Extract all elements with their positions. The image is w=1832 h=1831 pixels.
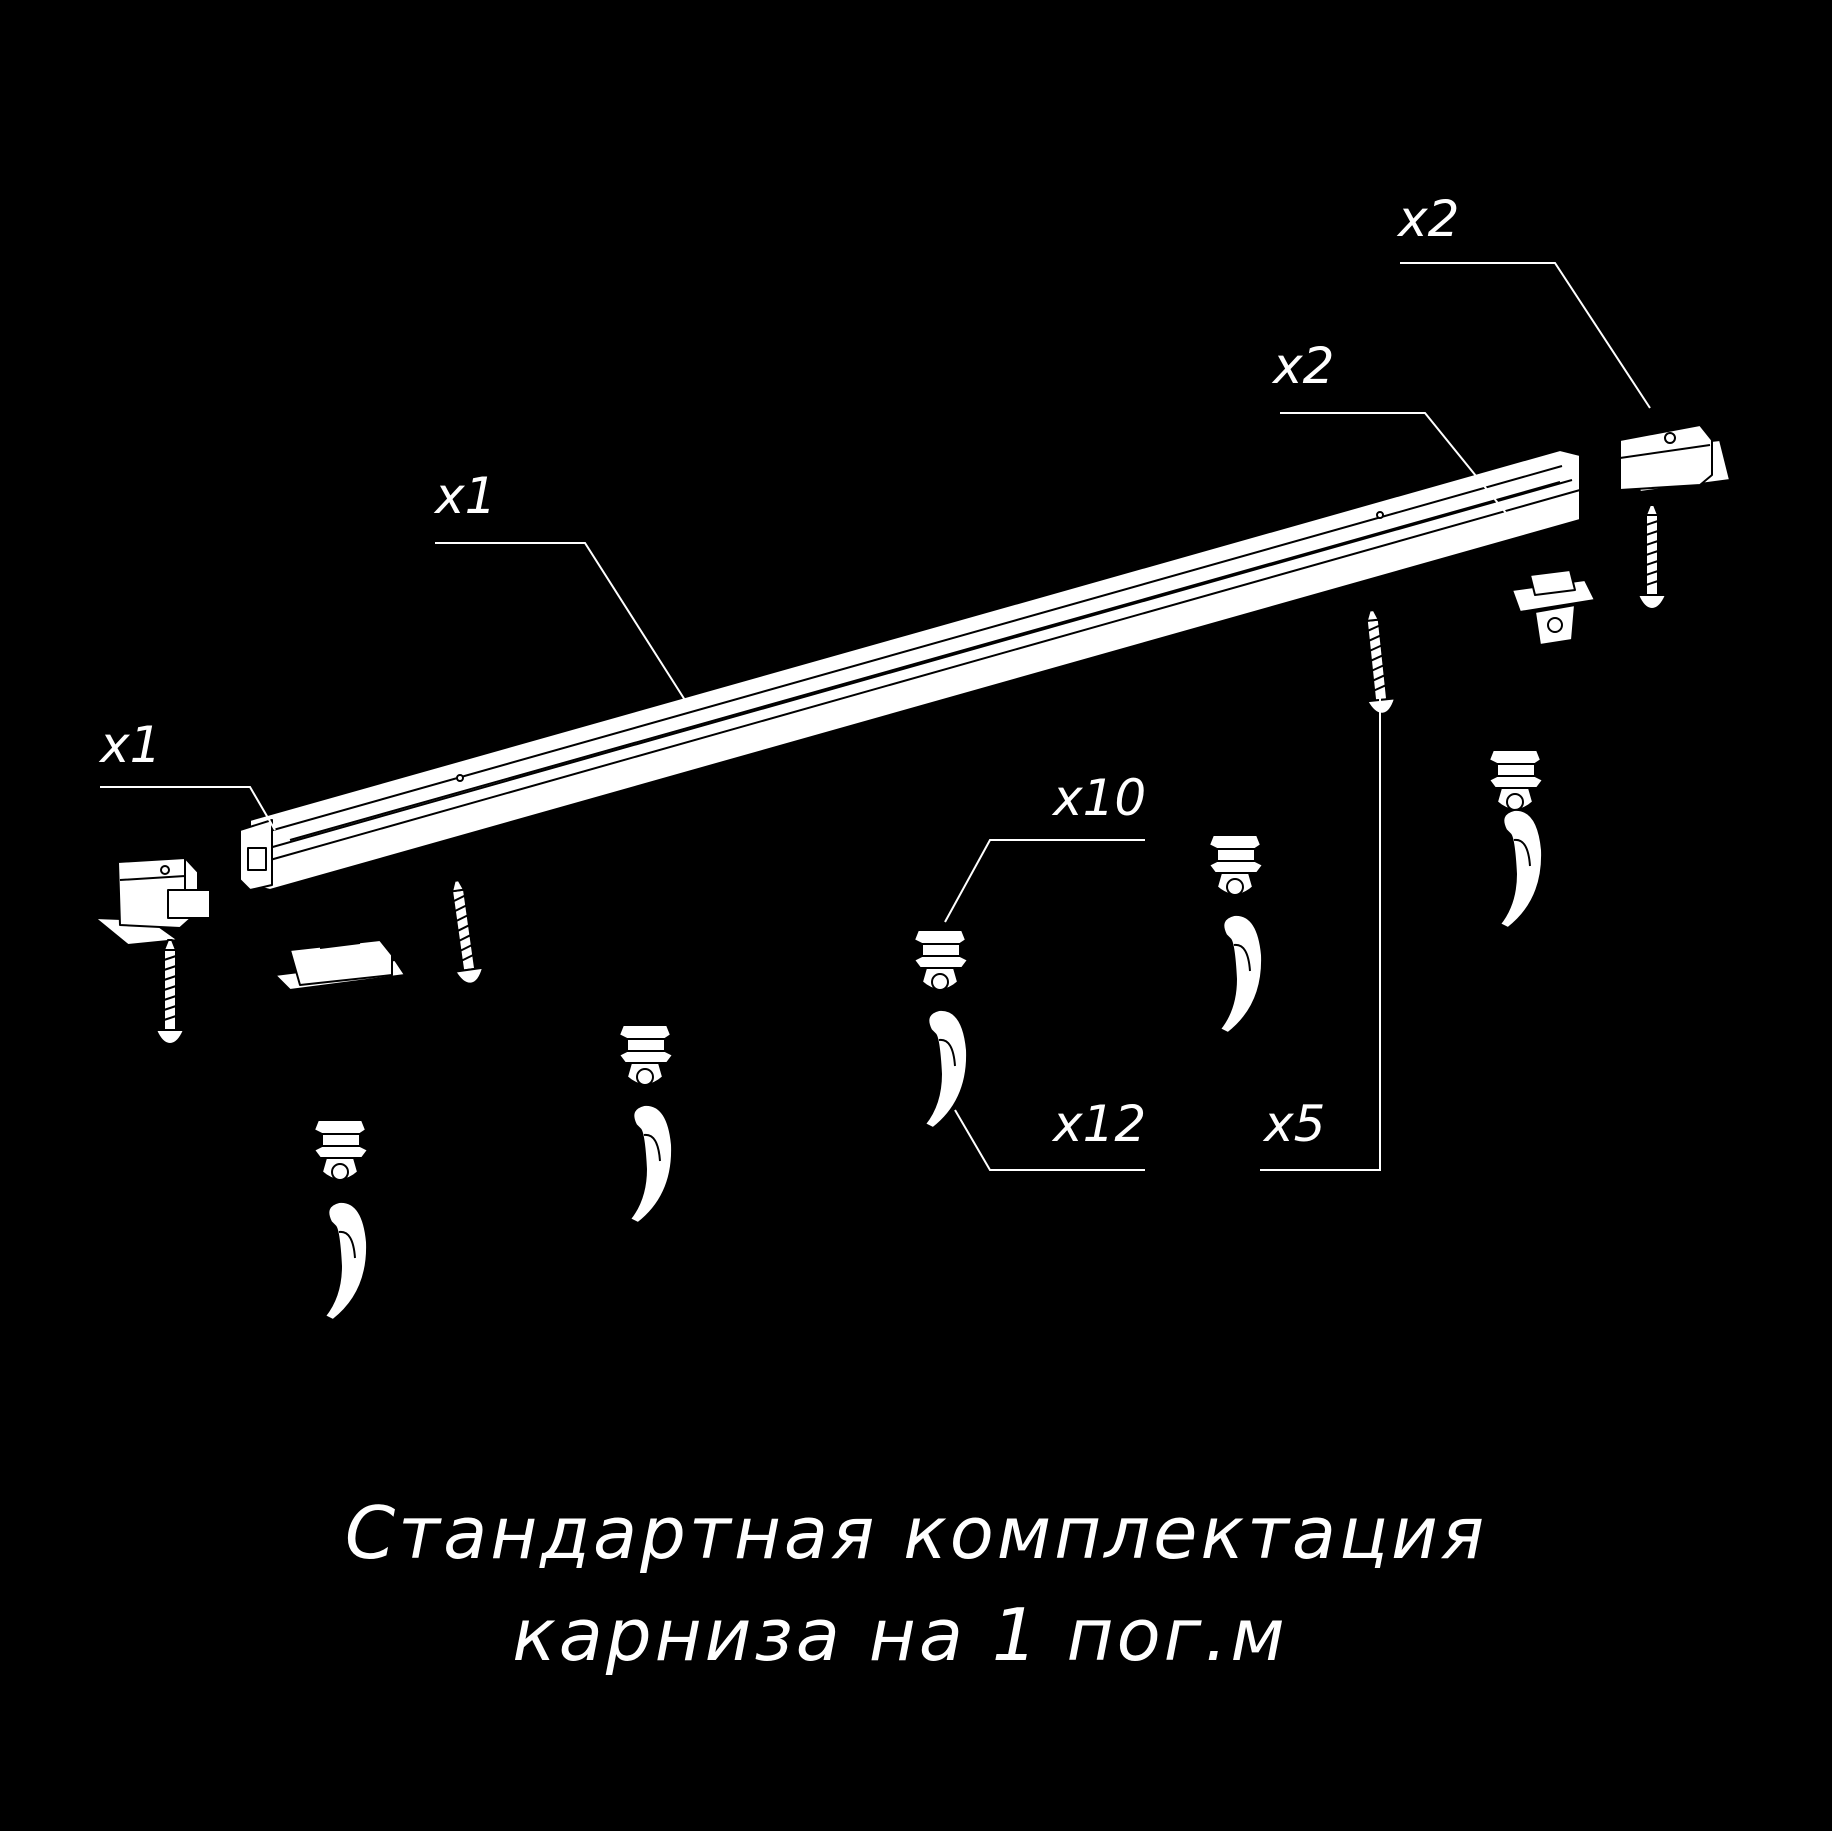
- label-end-cap: x1: [98, 716, 161, 774]
- label-bracket: x2: [1396, 190, 1459, 248]
- screw: [155, 939, 185, 1045]
- leader-screws: [1260, 695, 1381, 1171]
- hook: [629, 1103, 674, 1224]
- label-hooks: x12: [1051, 1095, 1146, 1153]
- screw: [441, 877, 486, 987]
- rail-end-stop: [274, 939, 406, 991]
- caption-line-1: Стандартная комплектация: [345, 1491, 1487, 1575]
- label-end-stop: x2: [1271, 337, 1334, 395]
- leader-end-cap: [100, 786, 276, 831]
- leader-runners: [944, 839, 1145, 923]
- leader-hooks: [954, 1109, 1145, 1171]
- end-cap: [94, 857, 211, 946]
- label-runners: x10: [1051, 769, 1146, 827]
- screw: [1356, 607, 1398, 717]
- leader-rail: [435, 542, 691, 709]
- runner: [1208, 834, 1264, 896]
- label-screws: x5: [1262, 1095, 1325, 1153]
- leader-lines: [100, 262, 1651, 1171]
- runner: [913, 929, 969, 991]
- curtain-rail: [239, 449, 1581, 891]
- runner: [1488, 749, 1544, 811]
- hook: [924, 1008, 969, 1129]
- runner: [618, 1024, 674, 1086]
- screw: [1637, 504, 1667, 610]
- label-rail: x1: [433, 467, 496, 525]
- caption-line-2: карниза на 1 пог.м: [512, 1593, 1287, 1677]
- hook: [324, 1200, 369, 1321]
- runner: [313, 1119, 369, 1181]
- hook: [1499, 808, 1544, 929]
- hook: [1219, 913, 1264, 1034]
- rail-end-stop-right: [1511, 569, 1596, 646]
- leader-end-stop: [1280, 412, 1511, 519]
- leader-bracket: [1400, 262, 1651, 409]
- ceiling-bracket: [1619, 424, 1731, 493]
